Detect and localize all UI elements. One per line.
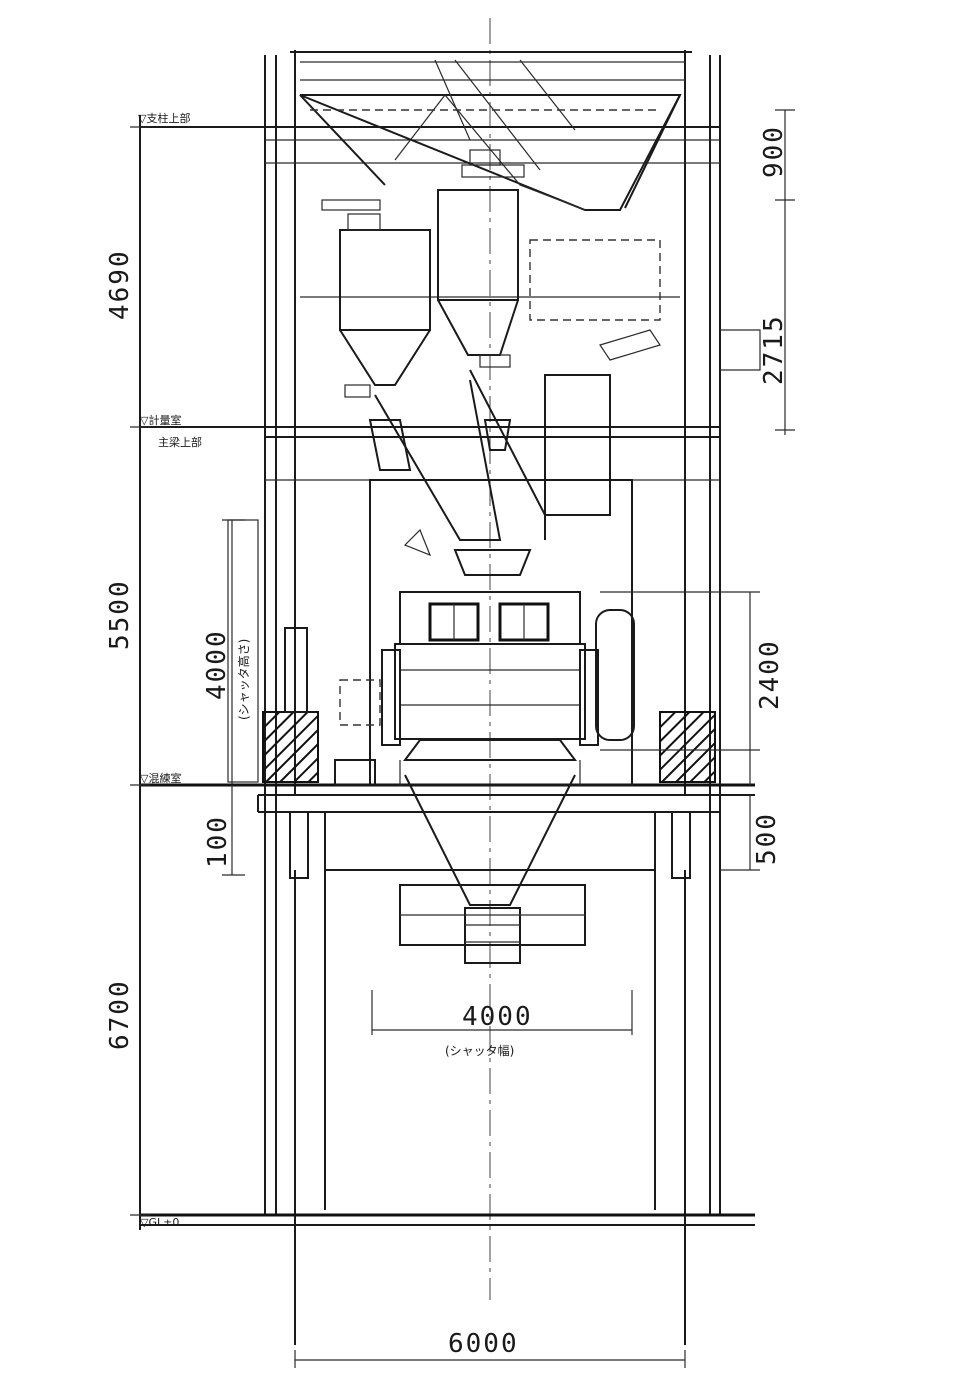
dim-6700: 6700 bbox=[105, 979, 135, 1050]
twin-shaft-mixer bbox=[381, 591, 635, 964]
level-mixer-floor: ▽混練室 bbox=[140, 771, 181, 785]
dim-2715: 2715 bbox=[759, 314, 789, 385]
dim-900: 900 bbox=[759, 125, 789, 178]
dim-2400: 2400 bbox=[755, 639, 785, 710]
dim-4000-height: 4000 bbox=[202, 629, 232, 700]
hatched-blocks bbox=[262, 627, 716, 786]
dim-100: 100 bbox=[203, 815, 233, 868]
level-main-beam: 主梁上部 bbox=[158, 435, 202, 449]
dim-500: 500 bbox=[752, 812, 782, 865]
dim-4000-width: 4000 bbox=[462, 1002, 533, 1032]
structural-frame bbox=[140, 50, 755, 1345]
level-top-frame: ▽支柱上部 bbox=[138, 111, 190, 125]
left-dimension-chain bbox=[130, 115, 245, 1230]
dim-4000-height-note: (シャッタ高さ) bbox=[236, 639, 251, 720]
dim-4690: 4690 bbox=[105, 249, 135, 320]
bottom-dimensions bbox=[294, 990, 686, 1368]
level-ground: ▽GL±0 bbox=[140, 1216, 179, 1229]
right-dimension-chain bbox=[600, 109, 795, 871]
weighing-hoppers bbox=[321, 149, 661, 576]
aggregate-hopper bbox=[299, 59, 682, 211]
dim-4000-width-note: (シャッタ幅) bbox=[445, 1043, 514, 1058]
dim-5500: 5500 bbox=[105, 579, 135, 650]
level-weigh-floor: ▽計量室 bbox=[140, 413, 181, 427]
dim-6000: 6000 bbox=[448, 1329, 519, 1359]
